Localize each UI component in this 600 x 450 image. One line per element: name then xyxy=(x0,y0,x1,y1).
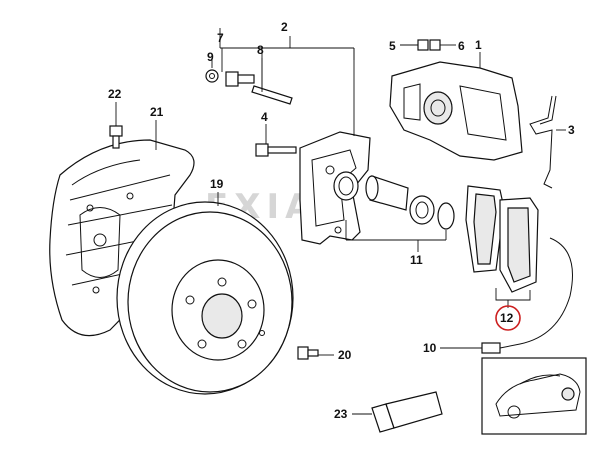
callout-10: 10 xyxy=(423,341,437,355)
callout-3: 3 xyxy=(568,123,575,137)
car-thumbnail xyxy=(481,357,587,435)
caliper-housing xyxy=(389,61,523,161)
callout-7: 7 xyxy=(217,31,224,45)
bolt-20 xyxy=(297,346,319,360)
anti-rattle-spring xyxy=(529,95,557,189)
callout-5: 5 xyxy=(389,39,396,53)
callout-11: 11 xyxy=(410,253,423,267)
callout-20: 20 xyxy=(338,348,352,362)
callout-21: 21 xyxy=(150,105,164,119)
brake-disc xyxy=(116,201,294,395)
dust-cap-6 xyxy=(429,39,441,51)
leader-lines xyxy=(115,28,566,415)
seal-ring-9 xyxy=(205,69,219,83)
callout-9: 9 xyxy=(207,50,214,64)
callout-12: 12 xyxy=(500,311,514,325)
highlight-ring-12 xyxy=(495,305,521,331)
callout-1: 1 xyxy=(475,38,482,52)
piston-seals xyxy=(333,171,455,230)
bleeder-valve-5 xyxy=(417,39,429,51)
callout-8: 8 xyxy=(257,43,264,57)
callout-23: 23 xyxy=(334,407,348,421)
guide-pin-8 xyxy=(251,85,293,105)
bolt-4 xyxy=(255,143,297,157)
brake-pads xyxy=(465,185,539,293)
callout-19: 19 xyxy=(210,177,224,191)
paste-tube xyxy=(371,391,443,433)
callout-22: 22 xyxy=(108,87,122,101)
callout-6: 6 xyxy=(458,39,465,53)
callout-2: 2 xyxy=(281,20,288,34)
callout-4: 4 xyxy=(261,110,268,124)
guide-bolt-7 xyxy=(225,71,255,87)
